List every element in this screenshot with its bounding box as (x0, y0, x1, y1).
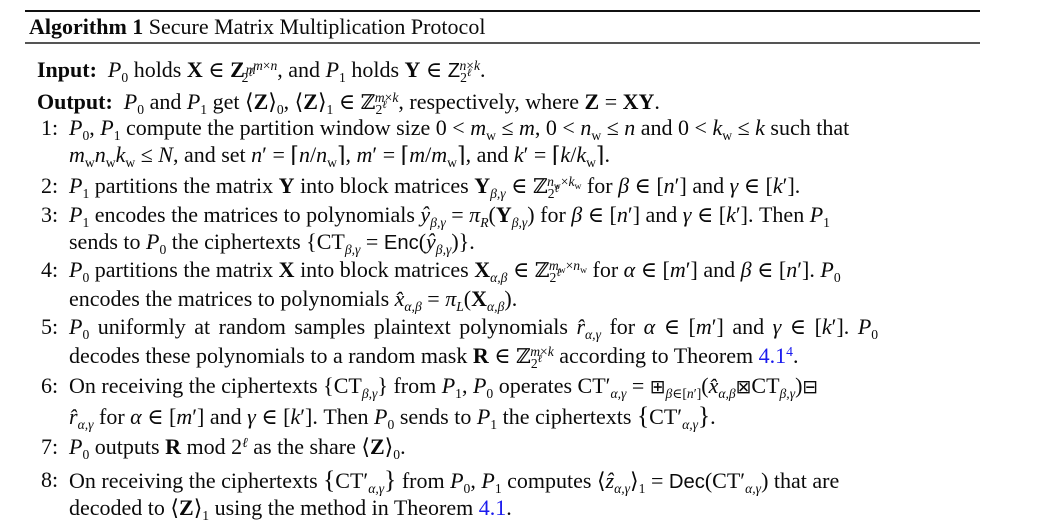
step-5-cont: decodes these polynomials to a random ma… (69, 343, 799, 372)
step-2: P1 partitions the matrix Y into block ma… (69, 173, 801, 202)
step-6-cont: r̂α,γ for α ∈ [m′] and γ ∈ [k′]. Then P0… (69, 402, 716, 432)
step-number: 4: (41, 257, 59, 282)
caption-rule (25, 42, 980, 44)
step-number: 7: (41, 434, 59, 459)
footnote-link[interactable]: 4 (786, 343, 793, 359)
output-line: Output: P0 and P1 get ⟨Z⟩0, ⟨Z⟩1 ∈ ℤ2ℓm×… (37, 89, 660, 118)
algorithm-caption: Algorithm 1 Secure Matrix Multiplication… (29, 14, 485, 40)
step-number: 6: (41, 373, 59, 398)
boxplus-icon: ⊞ (649, 377, 666, 398)
step-5: P0 uniformly at random samples plaintext… (69, 314, 879, 342)
theorem-link[interactable]: 4.1 (758, 343, 787, 368)
step-number: 8: (41, 467, 59, 492)
step-1-cont: mwnwkw ≤ N, and set n′ = ⌈n/nw⌉, m′ = ⌈m… (69, 142, 611, 170)
step-4-cont: encodes the matrices to polynomials x̂α,… (69, 286, 518, 314)
step-8: On receiving the ciphertexts {CT′α,γ} fr… (69, 466, 840, 496)
step-number: 2: (41, 173, 59, 198)
step-8-cont: decoded to ⟨Z⟩1 using the method in Theo… (69, 495, 512, 523)
input-label: Input: (37, 57, 97, 82)
output-label: Output: (37, 89, 113, 114)
algorithm-title: Secure Matrix Multiplication Protocol (148, 14, 486, 39)
step-6: On receiving the ciphertexts {CTβ,γ} fro… (69, 373, 819, 401)
step-number: 1: (41, 115, 59, 140)
step-number: 3: (41, 202, 59, 227)
boxtimes-icon: ⊠ (735, 377, 752, 398)
step-3-cont: sends to P0 the ciphertexts {CTβ,γ = Enc… (69, 229, 475, 257)
top-rule (25, 10, 980, 12)
step-1: P0, P1 compute the partition window size… (69, 115, 850, 143)
step-4: P0 partitions the matrix X into block ma… (69, 257, 841, 286)
step-number: 5: (41, 314, 59, 339)
boxminus-icon: ⊟ (802, 377, 819, 398)
step-7: P0 outputs R mod 2ℓ as the share ⟨Z⟩0. (69, 434, 406, 462)
algorithm-label: Algorithm 1 (29, 14, 144, 39)
theorem-link[interactable]: 4.1 (478, 495, 507, 520)
step-3: P1 encodes the matrices to polynomials ŷ… (69, 202, 830, 230)
